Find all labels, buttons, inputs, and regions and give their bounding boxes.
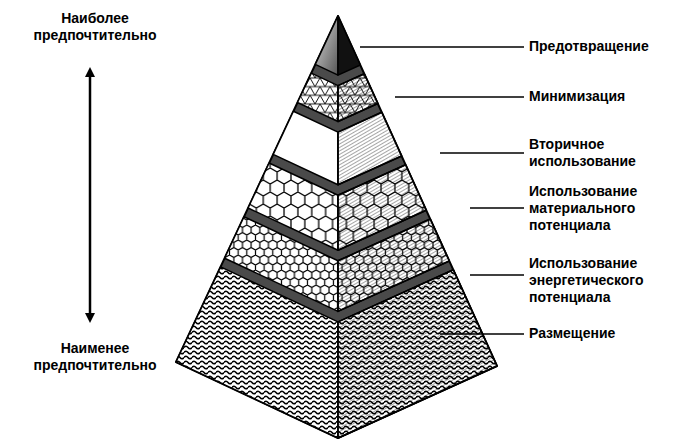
level-label: Использование энергетического потенциала	[529, 255, 679, 305]
pyramid-band-right	[338, 270, 497, 438]
pyramid-band-left	[176, 267, 338, 438]
scale-label: Наиболее предпочтительно	[20, 10, 170, 44]
level-label: Минимизация	[529, 88, 679, 105]
level-label: Использование материального потенциала	[529, 183, 679, 233]
leader-lines	[360, 47, 524, 334]
pyramid-band-left	[315, 16, 338, 75]
scale-label: Наименее предпочтительно	[20, 340, 170, 374]
pyramid-body	[176, 16, 497, 438]
level-label: Предотвращение	[529, 38, 679, 55]
level-label: Вторичное использование	[529, 136, 679, 170]
pyramid-band-left	[298, 73, 339, 121]
level-label: Размещение	[529, 325, 679, 342]
preference-arrow	[89, 72, 92, 318]
pyramid-band-right	[338, 74, 378, 122]
pyramid-band-shade	[338, 270, 497, 438]
pyramid-band-shade	[338, 74, 378, 122]
pyramid-band-right	[338, 16, 360, 75]
